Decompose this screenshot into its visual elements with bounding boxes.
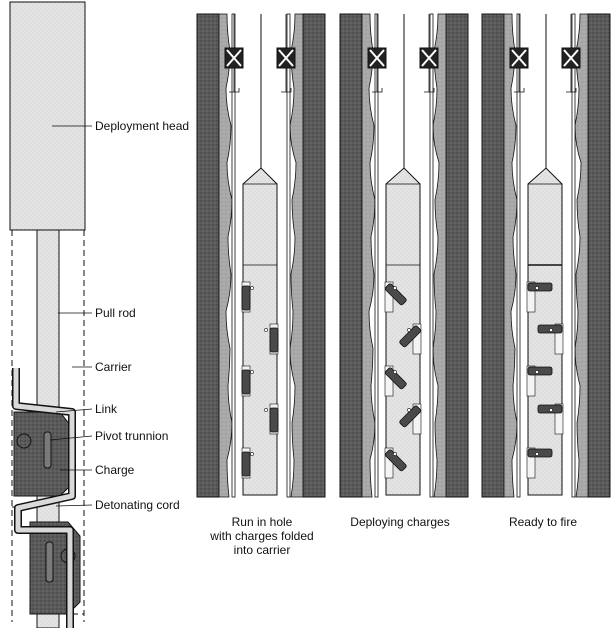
tool-detail [9,1,93,628]
caption-run-in-hole-line-2: with charges folded [210,529,314,543]
cement-right [432,13,447,498]
label-link: Link [95,402,118,416]
casing-right [286,13,291,498]
leader-lines [49,125,93,507]
casing-right [429,13,434,498]
label-pull-rod: Pull rod [95,306,136,320]
charge [264,323,279,355]
charge [241,281,254,313]
casing-left [374,13,379,498]
caption-run-in-hole-line-3: into carrier [233,543,291,557]
casing-left [231,13,236,498]
cement-left [218,13,233,498]
formation-left [339,13,363,498]
cement-left [361,13,376,498]
charge [384,281,407,313]
panel-deploying-charges [339,13,469,498]
deployment-head [9,1,86,231]
packer-left [224,14,244,93]
cement-right [289,13,304,498]
charge [384,447,407,479]
charge [399,403,422,435]
casing-left [516,13,521,498]
cement-left [503,13,518,498]
lower-trunnion-slot [45,541,54,583]
formation-left [196,13,220,498]
charge [241,365,254,397]
panel-ready-to-fire [481,13,611,498]
charge [399,323,422,355]
charge [526,447,553,479]
packer-left [509,14,529,93]
caption-run-in-hole: Run in hole with charges folded into car… [198,515,326,557]
packer-right [276,14,296,93]
upper-trunnion-slot [43,431,52,469]
cement-right [574,13,589,498]
panel-run-in-hole [196,13,326,498]
label-deployment-head: Deployment head [95,119,190,133]
charge [526,365,553,397]
charge [537,323,564,355]
casing-right [571,13,576,498]
formation-right [587,13,611,498]
label-pivot-trunnion: Pivot trunnion [95,429,169,443]
caption-run-in-hole-line-1: Run in hole [231,515,293,529]
formation-right [445,13,469,498]
packer-right [561,14,581,93]
upper-charge [13,411,71,497]
formation-right [302,13,326,498]
label-detonating-cord: Detonating cord [95,498,180,512]
formation-left [481,13,505,498]
packer-right [419,14,439,93]
packer-left [367,14,387,93]
charge [241,447,254,479]
label-charge: Charge [95,463,135,477]
label-carrier: Carrier [95,360,132,374]
charge [537,403,564,435]
charge [264,403,279,435]
detonating-cord [12,368,76,628]
charge [526,281,553,313]
charge [384,365,407,397]
wellbore-panels [196,13,611,498]
caption-ready-to-fire: Ready to fire [508,515,578,529]
caption-deploying-charges: Deploying charges [350,515,450,529]
